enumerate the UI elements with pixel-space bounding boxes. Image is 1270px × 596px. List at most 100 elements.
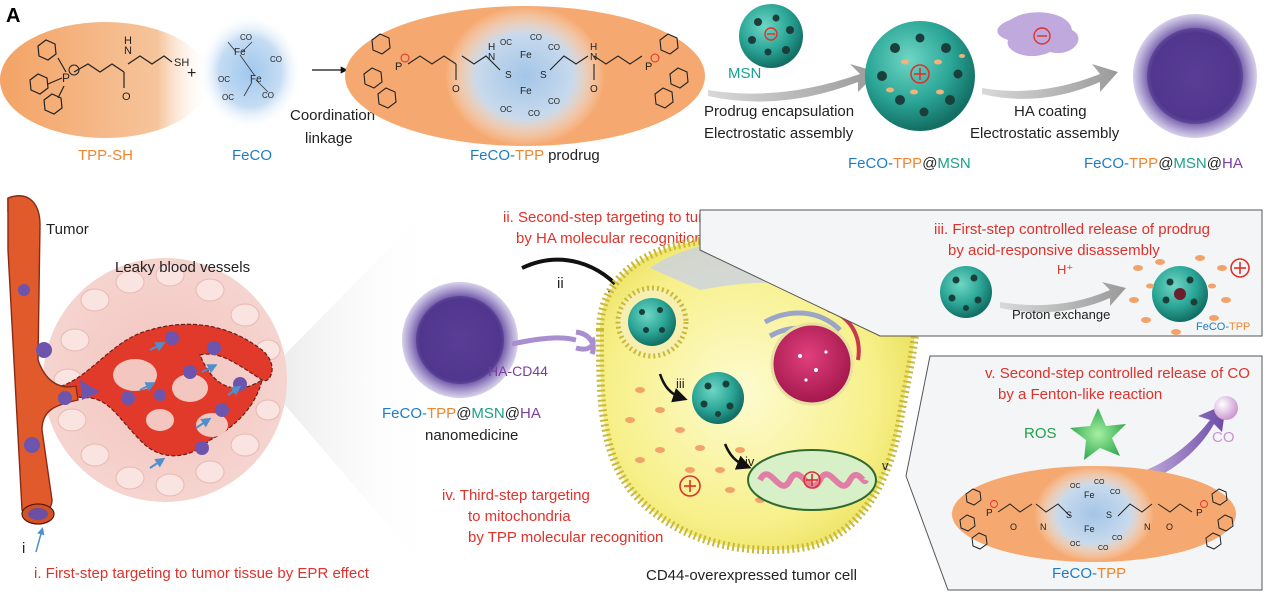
ros-star [1070,408,1126,460]
step-iv-label-2: to mitochondria [468,508,571,525]
svg-text:P: P [395,61,402,73]
svg-text:Fe: Fe [520,50,532,61]
co-ball [1214,396,1238,420]
svg-text:S: S [1066,510,1072,520]
svg-text:OC: OC [500,105,512,114]
ha-cd44-link [511,329,596,355]
feco-tpp-msn-label: FeCO-TPP@MSN [848,155,971,172]
svg-text:Fe: Fe [1084,524,1095,534]
svg-text:CO: CO [270,55,282,64]
feco-tpp-small-label: FeCO-TPP [1196,321,1250,333]
svg-text:CO: CO [548,97,560,106]
svg-text:OC: OC [218,75,230,84]
svg-text:N: N [1040,522,1047,532]
coordination-label-1: Coordination [290,107,375,124]
svg-text:H: H [590,42,597,53]
msn-sphere-iii [940,266,992,318]
svg-text:O: O [1010,522,1017,532]
svg-text:P: P [62,71,70,85]
step-iv-label-1: iv. Third-step targeting [442,487,590,504]
step-v-label-1: v. Second-step controlled release of CO [985,365,1250,382]
step-ii-label-2: by HA molecular recognition [516,230,703,247]
svg-text:Fe: Fe [234,47,246,58]
nanomedicine-label: nanomedicine [425,427,518,444]
svg-text:CO: CO [262,91,274,100]
svg-text:N: N [1144,522,1151,532]
svg-text:N: N [488,52,495,63]
svg-text:Fe: Fe [520,86,532,97]
h-plus-label: H⁺ [1057,262,1073,277]
svg-text:O: O [590,84,598,95]
svg-text:S: S [540,70,547,81]
electrostatic-assembly-1: Electrostatic assembly [704,125,854,142]
svg-text:Fe: Fe [250,74,262,85]
svg-text:S: S [505,70,512,81]
cd44-cell-label: CD44-overexpressed tumor cell [646,567,857,584]
feco-molecule: Fe Fe OC CO OC CO CO [198,14,302,130]
svg-text:OC: OC [222,93,234,102]
step-iv-label-3: by TPP molecular recognition [468,529,663,546]
tpp-sh-molecule: P O N H SH [0,22,210,138]
proton-exchange-label: Proton exchange [1012,307,1110,322]
svg-text:O: O [452,84,460,95]
step-iv-arrow [723,443,752,470]
msn-label: MSN [728,65,761,82]
feco-tpp-msn-ha-particle [1133,14,1257,138]
plus-sign: + [187,65,196,82]
svg-text:CO: CO [530,33,542,42]
svg-text:CO: CO [1112,535,1123,542]
nanomedicine-name: FeCO-TPP@MSN@HA [382,405,541,422]
leaky-vessels-label: Leaky blood vessels [115,259,250,276]
svg-text:OC: OC [1070,541,1081,548]
svg-text:N: N [124,45,132,57]
prodrug-encapsulation-label: Prodrug encapsulation [704,103,854,120]
step-ii-label-1: ii. Second-step targeting to tumor cell [503,209,751,226]
svg-text:O: O [1166,522,1173,532]
step-ii-marker: ii [557,275,564,292]
svg-text:H: H [488,42,495,53]
svg-text:CO: CO [1094,479,1105,486]
tumor-label: Tumor [46,221,89,238]
panel-a-label: A [6,5,20,27]
svg-text:SH: SH [174,57,189,69]
feco-tpp-bottom-molecule: P P Fe Fe S S N N O O CO OC CO OC CO CO [952,466,1236,562]
step-iii-label-1: iii. First-step controlled release of pr… [934,221,1210,238]
proton-exchange-arrow [1000,282,1126,313]
msn-sphere-small [739,4,803,68]
svg-text:O: O [122,91,131,103]
nanomedicine-particle [402,282,518,398]
step-v-marker: v [882,458,889,473]
tumor-tissue [43,258,287,502]
encapsulation-arrow [708,64,878,102]
prodrug-label: FeCO-TPP prodrug [470,147,600,164]
svg-text:P: P [1196,508,1203,519]
step-i-label: i. First-step targeting to tumor tissue … [34,565,370,582]
feco-tpp-msn-sphere [865,21,975,131]
step-i-marker: i [22,540,25,557]
step-iii-label-2: by acid-responsive disassembly [948,242,1160,259]
electrostatic-assembly-2: Electrostatic assembly [970,125,1120,142]
svg-text:Fe: Fe [1084,490,1095,500]
feco-tpp-msn-ha-label: FeCO-TPP@MSN@HA [1084,155,1243,172]
svg-text:N: N [590,52,597,63]
svg-text:OC: OC [1070,483,1081,490]
step-v-label-2: by a Fenton-like reaction [998,386,1162,403]
svg-text:CO: CO [240,33,252,42]
coordination-label-2: linkage [305,130,353,147]
step-iii-marker: iii [676,376,685,391]
svg-text:CO: CO [1098,545,1109,552]
svg-text:CO: CO [548,43,560,52]
svg-text:CO: CO [528,109,540,118]
svg-text:OC: OC [500,38,512,47]
blood-vessel [7,195,100,525]
ha-coating-label: HA coating [1014,103,1087,120]
zoom-wedge [262,196,440,586]
step-i-pointer [35,527,45,553]
ha-cd44-label: HA-CD44 [488,363,548,379]
svg-text:H: H [124,35,132,47]
ha-polymer [997,12,1079,57]
feco-tpp-prodrug-molecule: P P O O H N H N S S Fe Fe OC CO CO OC CO… [345,6,705,146]
step-iv-marker: iv [745,454,755,469]
feco-tpp-bottom-label: FeCO-TPP [1052,565,1126,582]
svg-text:P: P [986,508,993,519]
